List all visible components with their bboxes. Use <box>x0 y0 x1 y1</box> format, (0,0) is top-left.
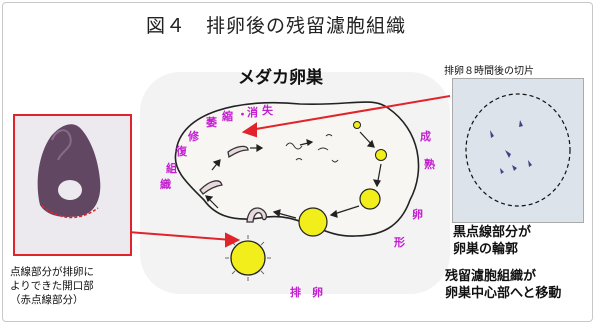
label-mature-1: 成 <box>420 130 431 143</box>
label-atrophy-4: 消 <box>247 106 258 119</box>
right-note-outline: 黒点線部分が 卵巣の輪郭 <box>453 224 531 258</box>
label-mature-3: 卵 <box>412 208 423 221</box>
label-atrophy-1: 萎 <box>206 116 217 129</box>
residual-fragments <box>285 134 339 163</box>
right-section-photo <box>452 78 584 223</box>
egg-villi <box>225 235 271 281</box>
ovulating-egg <box>230 240 266 276</box>
left-caption: 点線部分が排卵に よりできた開口部 （赤点線部分） <box>10 265 94 307</box>
label-ovulation: 排 卵 <box>290 286 323 299</box>
oocyte-small <box>353 121 361 129</box>
right-note-2-line-2: 卵巣中心部へと移動 <box>445 286 562 301</box>
right-note-1-line-2: 卵巣の輪郭 <box>453 242 519 257</box>
oocyte-large <box>359 188 381 210</box>
figure-title: 図４ 排卵後の残留濾胞組織 <box>146 15 407 37</box>
oocyte-medium <box>375 149 387 161</box>
right-note-1-line-1: 黒点線部分が <box>453 225 532 240</box>
left-caption-line-3: （赤点線部分） <box>10 294 84 306</box>
label-atrophy-5: 失 <box>262 104 273 117</box>
right-photo-caption: 排卵８時間後の切片 <box>444 66 534 77</box>
label-atrophy-2: 縮 <box>222 110 233 123</box>
label-repair-1: 修 <box>188 130 199 143</box>
diagram-subtitle: メダカ卵巣 <box>238 68 323 88</box>
label-tissue-1: 組 <box>166 162 177 175</box>
label-mature-4: 形 <box>394 236 405 249</box>
ovary-outline <box>174 101 420 237</box>
pointer-lines <box>127 95 451 248</box>
label-repair-2: 復 <box>176 145 187 158</box>
cycle-arrows <box>205 131 382 219</box>
left-section-photo <box>13 114 132 256</box>
label-tissue-2: 織 <box>160 178 171 191</box>
residual-tissue <box>199 145 268 223</box>
label-atrophy-3: ・ <box>237 108 248 121</box>
left-caption-line-2: よりできた開口部 <box>10 280 94 292</box>
left-caption-line-1: 点線部分が排卵に <box>10 266 94 278</box>
label-mature-2: 熟 <box>424 158 435 171</box>
right-note-2-line-1: 残留濾胞組織が <box>445 269 537 284</box>
right-note-migration: 残留濾胞組織が 卵巣中心部へと移動 <box>445 268 561 302</box>
oocyte-mature <box>298 207 328 237</box>
